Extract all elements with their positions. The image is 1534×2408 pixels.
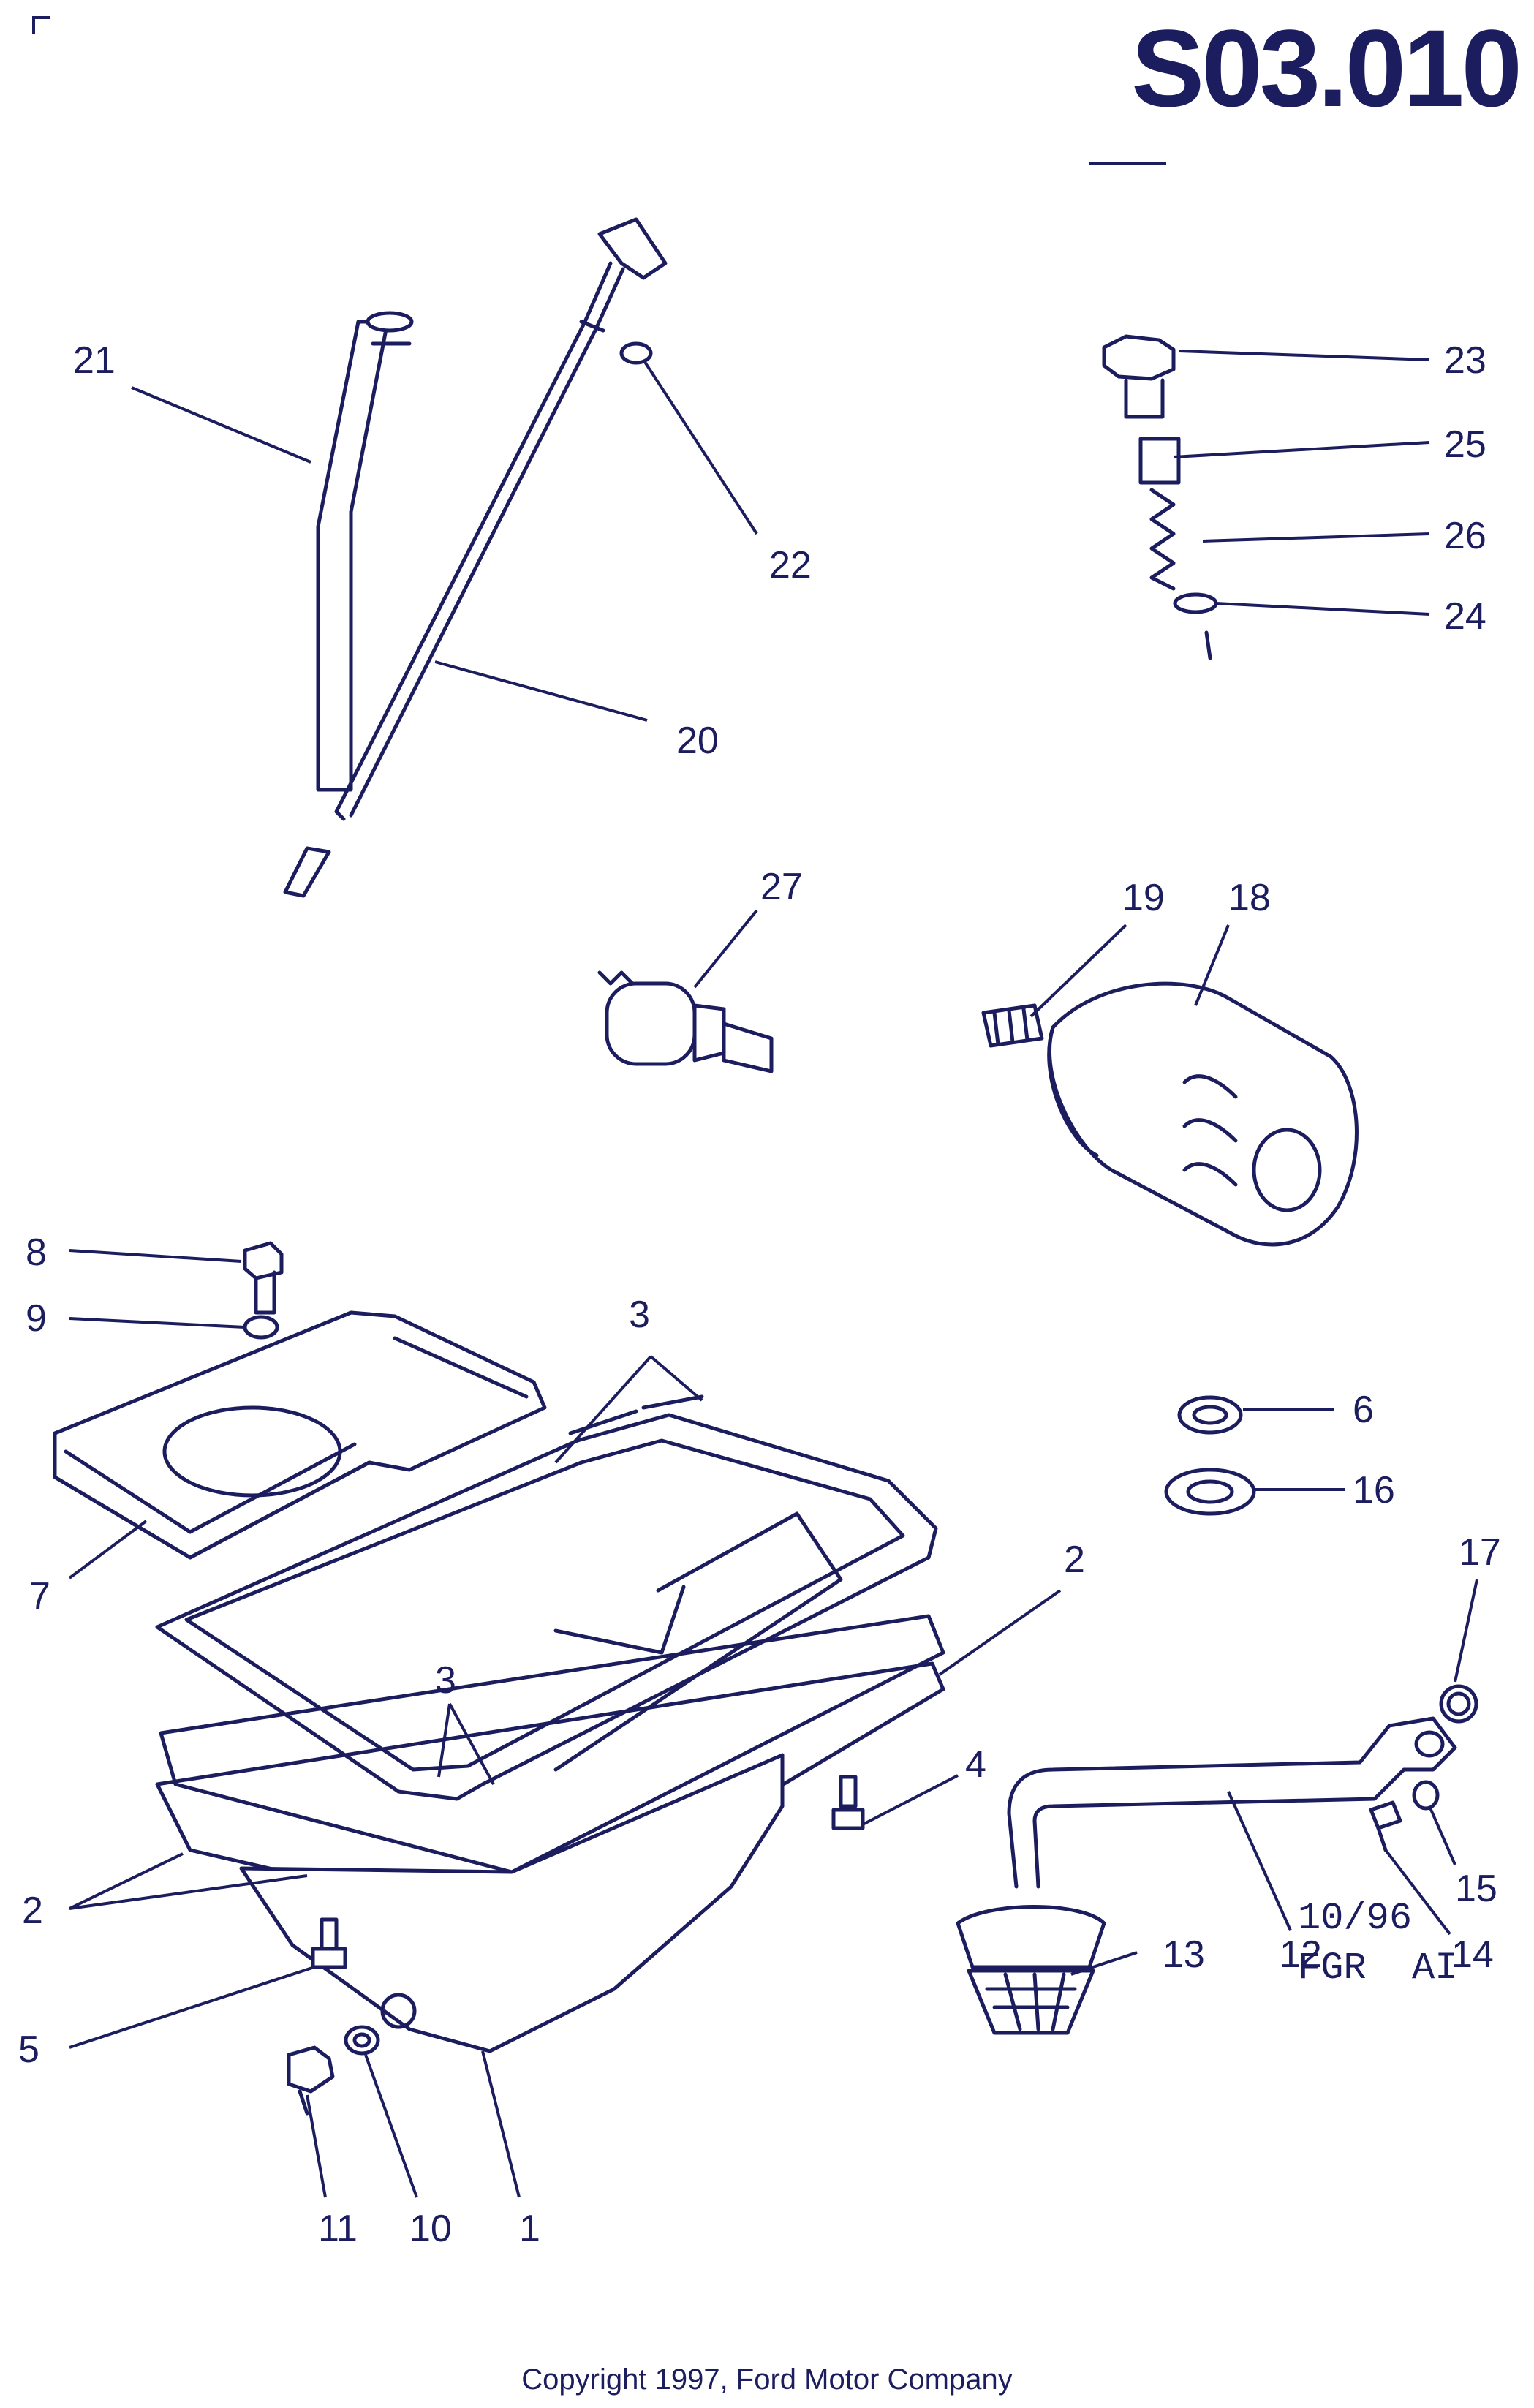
copyright-notice: Copyright 1997, Ford Motor Company — [521, 2363, 1013, 2396]
callout-14: 14 — [1451, 1933, 1494, 1976]
pan-bolt-4 — [831, 1775, 865, 1830]
dipstick-o-ring — [619, 341, 653, 365]
oil-pan — [239, 1511, 843, 2053]
callout-2-lower: 2 — [22, 1890, 43, 1932]
callout-18: 18 — [1228, 877, 1271, 919]
washer-6 — [1177, 1395, 1243, 1435]
callout-1: 1 — [519, 2208, 540, 2250]
oil-pan-gasket-upper — [155, 1394, 938, 1801]
callout-5: 5 — [18, 2028, 39, 2071]
pan-stud-5 — [311, 1917, 347, 1969]
baffle-bolt — [243, 1241, 284, 1315]
callout-26: 26 — [1444, 515, 1486, 557]
callout-17: 17 — [1459, 1531, 1501, 1574]
callout-21: 21 — [73, 339, 116, 382]
oil-pickup-tube — [1007, 1716, 1457, 1889]
callout-15: 15 — [1455, 1868, 1497, 1910]
callout-25: 25 — [1444, 423, 1486, 466]
callout-7: 7 — [29, 1575, 50, 1618]
drain-plug — [287, 2045, 335, 2116]
relief-valve-assembly — [1102, 334, 1218, 660]
corner-registration-mark — [32, 16, 50, 34]
oil-pressure-switch — [597, 970, 774, 1073]
drawing-reference: FGR AI — [1298, 1947, 1458, 1990]
leader-lines — [68, 350, 1478, 2198]
oil-filter — [1047, 981, 1359, 1247]
callout-27: 27 — [760, 866, 803, 908]
filter-threaded-nipple — [981, 1003, 1044, 1048]
callout-10: 10 — [409, 2208, 452, 2250]
callout-11: 11 — [318, 2208, 358, 2250]
bolt-washer — [243, 1315, 279, 1340]
callout-19: 19 — [1122, 877, 1165, 919]
callout-22: 22 — [769, 544, 812, 586]
washer-16 — [1164, 1468, 1256, 1516]
drain-plug-washer — [344, 2025, 380, 2056]
callouts: 21 22 20 23 25 26 24 27 19 18 8 9 3 6 16… — [18, 339, 1501, 2250]
callout-3-lower: 3 — [435, 1659, 456, 1702]
pickup-bolt-14 — [1369, 1800, 1402, 1852]
callout-2-upper: 2 — [1064, 1539, 1085, 1581]
callout-12: 12 — [1280, 1933, 1322, 1976]
oil-filler-tube — [316, 311, 414, 792]
callout-8: 8 — [26, 1231, 47, 1274]
document-number-underline — [1089, 162, 1166, 165]
callout-16: 16 — [1353, 1469, 1395, 1511]
callout-23: 23 — [1444, 339, 1486, 382]
revision-date: 10/96 — [1298, 1897, 1413, 1940]
document-number: S03.010 — [1131, 7, 1522, 129]
callout-20: 20 — [676, 720, 719, 762]
callout-3-upper: 3 — [629, 1294, 650, 1336]
callout-6: 6 — [1353, 1389, 1374, 1431]
callout-13: 13 — [1163, 1933, 1205, 1976]
pickup-o-ring — [1439, 1684, 1478, 1724]
callout-24: 24 — [1444, 595, 1486, 638]
pickup-washer-15 — [1412, 1780, 1440, 1811]
callout-4: 4 — [965, 1743, 986, 1786]
dipstick — [283, 217, 668, 898]
oil-pan-baffle-plate — [53, 1310, 547, 1560]
callout-9: 9 — [26, 1297, 47, 1340]
oil-pickup-strainer — [956, 1905, 1106, 2035]
